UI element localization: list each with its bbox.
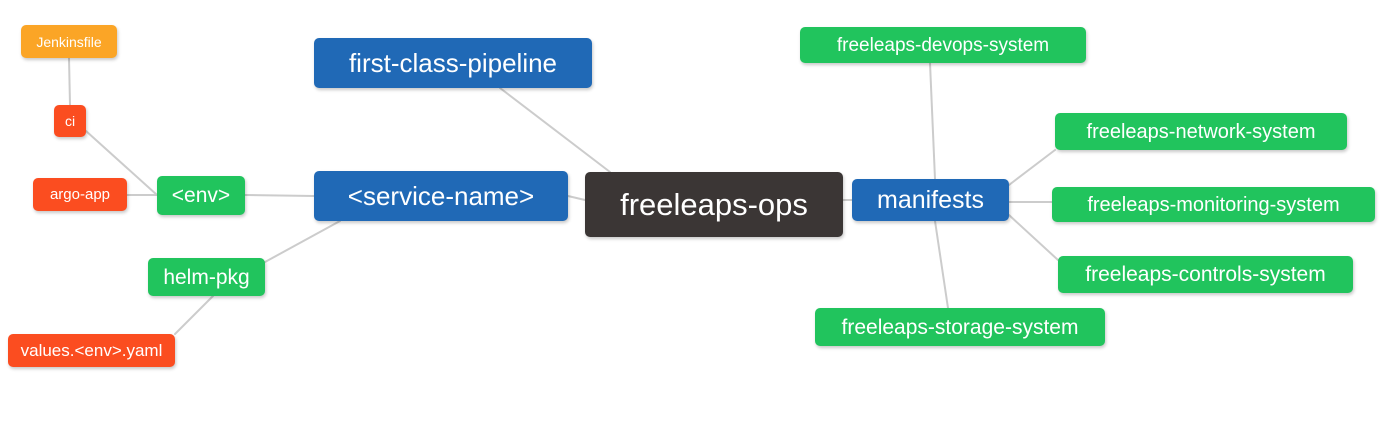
node-label-service-name: <service-name> [347,181,535,211]
edge-freeleaps-network-system-to-manifests [1008,149,1056,186]
node-label-freeleaps-controls-system: freeleaps-controls-system [1085,263,1326,286]
node-label-manifests: manifests [877,185,984,214]
node-freeleaps-controls-system[interactable]: freeleaps-controls-system [1058,256,1353,293]
node-label-ci: ci [64,113,76,129]
edge-service-name-to-freeleaps-ops [567,195,586,201]
edge-values-env-yaml-to-helm-pkg [174,295,214,335]
node-label-freeleaps-network-system: freeleaps-network-system [1086,120,1316,143]
node-freeleaps-monitoring-system[interactable]: freeleaps-monitoring-system [1052,187,1375,222]
edge-env-to-service-name [244,194,315,197]
edge-freeleaps-controls-system-to-manifests [1008,214,1059,261]
node-label-freeleaps-monitoring-system: freeleaps-monitoring-system [1087,193,1340,216]
node-label-jenkinsfile: Jenkinsfile [36,33,102,50]
node-env[interactable]: <env> [157,176,245,215]
node-freeleaps-network-system[interactable]: freeleaps-network-system [1055,113,1347,150]
node-label-values-env-yaml: values.<env>.yaml [20,341,163,360]
edge-jenkinsfile-to-ci [68,57,71,106]
edge-freeleaps-devops-system-to-manifests [929,62,936,180]
node-values-env-yaml[interactable]: values.<env>.yaml [8,334,175,367]
node-first-class-pipeline[interactable]: first-class-pipeline [314,38,592,88]
node-label-freeleaps-ops: freeleaps-ops [620,187,808,222]
node-ci[interactable]: ci [54,105,86,137]
node-freeleaps-storage-system[interactable]: freeleaps-storage-system [815,308,1105,346]
node-label-env: <env> [171,184,231,207]
node-freeleaps-ops[interactable]: freeleaps-ops [585,172,843,237]
node-manifests[interactable]: manifests [852,179,1009,221]
node-label-argo-app: argo-app [49,186,111,203]
node-jenkinsfile[interactable]: Jenkinsfile [21,25,117,58]
node-label-freeleaps-storage-system: freeleaps-storage-system [841,315,1079,339]
node-service-name[interactable]: <service-name> [314,171,568,221]
node-argo-app[interactable]: argo-app [33,178,127,211]
edge-helm-pkg-to-service-name [264,220,341,263]
node-label-helm-pkg: helm-pkg [163,265,250,289]
edge-freeleaps-storage-system-to-manifests [934,220,949,309]
node-label-freeleaps-devops-system: freeleaps-devops-system [836,34,1050,56]
edge-first-class-pipeline-to-freeleaps-ops [499,87,611,173]
node-label-first-class-pipeline: first-class-pipeline [348,48,558,78]
node-freeleaps-devops-system[interactable]: freeleaps-devops-system [800,27,1086,63]
node-helm-pkg[interactable]: helm-pkg [148,258,265,296]
